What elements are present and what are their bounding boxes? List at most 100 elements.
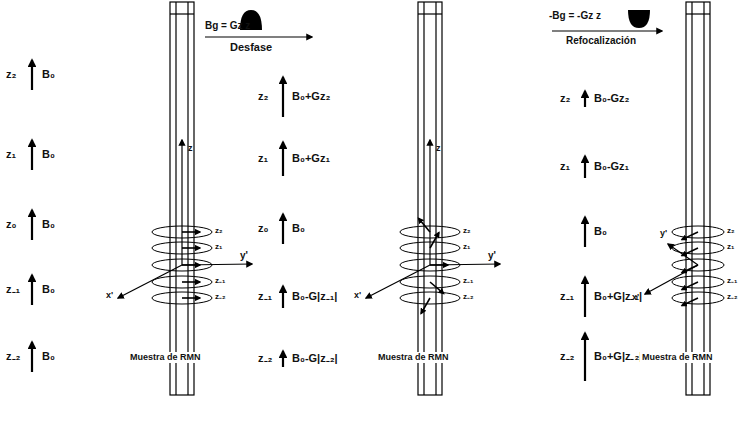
field-vector — [584, 277, 586, 317]
field-label: z₋₁ — [215, 276, 225, 286]
field-label: z₂ — [463, 226, 471, 236]
field-label: z₂ — [727, 226, 735, 236]
field-vector — [584, 91, 586, 107]
y-axis — [182, 264, 252, 265]
rf-coil-turn — [152, 226, 212, 238]
field-label: z₋₂ — [258, 352, 272, 365]
field-label: x' — [632, 292, 639, 303]
spin-vector — [182, 297, 200, 299]
field-label: z₂ — [560, 92, 570, 105]
field-label: z₋₂ — [6, 350, 20, 363]
sample-caption: Muestra de RMN — [128, 352, 203, 363]
rf-coil-turn — [152, 242, 212, 254]
field-vector — [282, 214, 284, 244]
spin-vector — [682, 232, 698, 240]
field-label: B₀-G|z₋₁| — [292, 290, 337, 303]
field-label: B₀-Gz₁ — [594, 160, 629, 173]
y-axis — [430, 264, 500, 265]
field-label: y' — [488, 250, 496, 262]
x-axis — [118, 265, 182, 298]
field-label: z₂ — [258, 90, 268, 103]
field-label: z₋₁ — [258, 290, 272, 303]
field-label: B₀ — [42, 218, 55, 231]
field-label: B₀+Gz₁ — [292, 152, 330, 165]
field-vector — [584, 156, 586, 178]
field-label: B₀ — [594, 225, 607, 238]
field-label: B₀ — [42, 68, 55, 81]
field-label: z — [188, 143, 193, 154]
spin-vector — [421, 298, 430, 314]
field-label: B₀ — [42, 148, 55, 161]
rf-coil-turn — [152, 259, 212, 271]
field-label: z₁ — [560, 160, 570, 173]
field-label: z₀ — [6, 218, 16, 231]
field-label: z₁ — [6, 148, 16, 161]
field-label: z₋₂ — [560, 350, 574, 363]
spin-vector — [418, 218, 430, 232]
field-label: z₋₁ — [463, 276, 473, 286]
x-axis — [366, 265, 430, 298]
field-label: y' — [660, 228, 667, 239]
spin-vector — [682, 298, 698, 306]
field-label: y' — [240, 250, 248, 262]
spin-vector — [682, 282, 698, 290]
spin-vector — [682, 248, 698, 256]
field-label: B₀+G|z₋₂| — [594, 350, 642, 363]
spin-vector — [682, 265, 698, 273]
x-axis — [645, 265, 698, 294]
field-label: B₀-Gz₂ — [594, 92, 630, 105]
field-vector — [31, 140, 33, 170]
field-label: z₋₁ — [727, 276, 737, 286]
field-label: z₂ — [215, 226, 223, 236]
z-axis — [181, 140, 182, 265]
rf-coil-turn — [152, 292, 212, 304]
field-label: z₋₂ — [727, 292, 738, 302]
field-label: B₀ — [42, 283, 55, 296]
spin-vector — [182, 281, 200, 283]
field-label: z₁ — [463, 242, 470, 252]
rf-coil-turn — [152, 276, 212, 288]
field-label: z₀ — [258, 222, 268, 235]
spin-vector — [430, 264, 448, 266]
field-vector — [31, 60, 33, 90]
field-vector — [31, 342, 33, 372]
nmr-tube — [418, 2, 442, 395]
field-vector — [282, 77, 284, 117]
field-label: Bg = Gz z — [205, 20, 250, 32]
rf-coil-turn — [400, 259, 460, 271]
spin-vector — [430, 232, 439, 248]
nmr-tube — [170, 2, 194, 395]
field-label: x' — [106, 290, 113, 301]
field-vector — [31, 275, 33, 305]
field-vector — [31, 210, 33, 240]
field-label: B₀+Gz₂ — [292, 90, 330, 103]
field-vector — [282, 142, 284, 176]
field-label: z — [436, 143, 441, 154]
field-vector — [584, 333, 586, 381]
field-label: z₁ — [258, 152, 268, 165]
field-label: -Bg = -Gz z — [549, 10, 601, 22]
field-vector — [282, 286, 284, 308]
field-label: z₋₂ — [463, 292, 474, 302]
nmr-tube — [686, 2, 710, 395]
field-label: z₋₁ — [6, 283, 20, 296]
spin-vector — [182, 264, 200, 266]
spin-vector — [182, 247, 200, 249]
spin-vector — [182, 231, 200, 233]
gradient-pulse — [205, 10, 312, 37]
field-label: z₁ — [727, 242, 734, 252]
sample-caption: Muestra de RMN — [376, 352, 451, 363]
field-label: z₋₂ — [215, 292, 226, 302]
field-label: Desfase — [230, 41, 272, 54]
field-label: x' — [354, 290, 361, 301]
field-label: B₀ — [42, 350, 55, 363]
sample-caption: Muestra de RMN — [640, 352, 715, 363]
field-label: z₂ — [6, 68, 16, 81]
field-label: z₋₁ — [560, 290, 574, 303]
field-label: B₀-G|z₋₂| — [292, 352, 338, 365]
field-label: Refocalización — [566, 35, 636, 47]
field-label: z₁ — [215, 242, 222, 252]
field-vector — [584, 217, 586, 247]
